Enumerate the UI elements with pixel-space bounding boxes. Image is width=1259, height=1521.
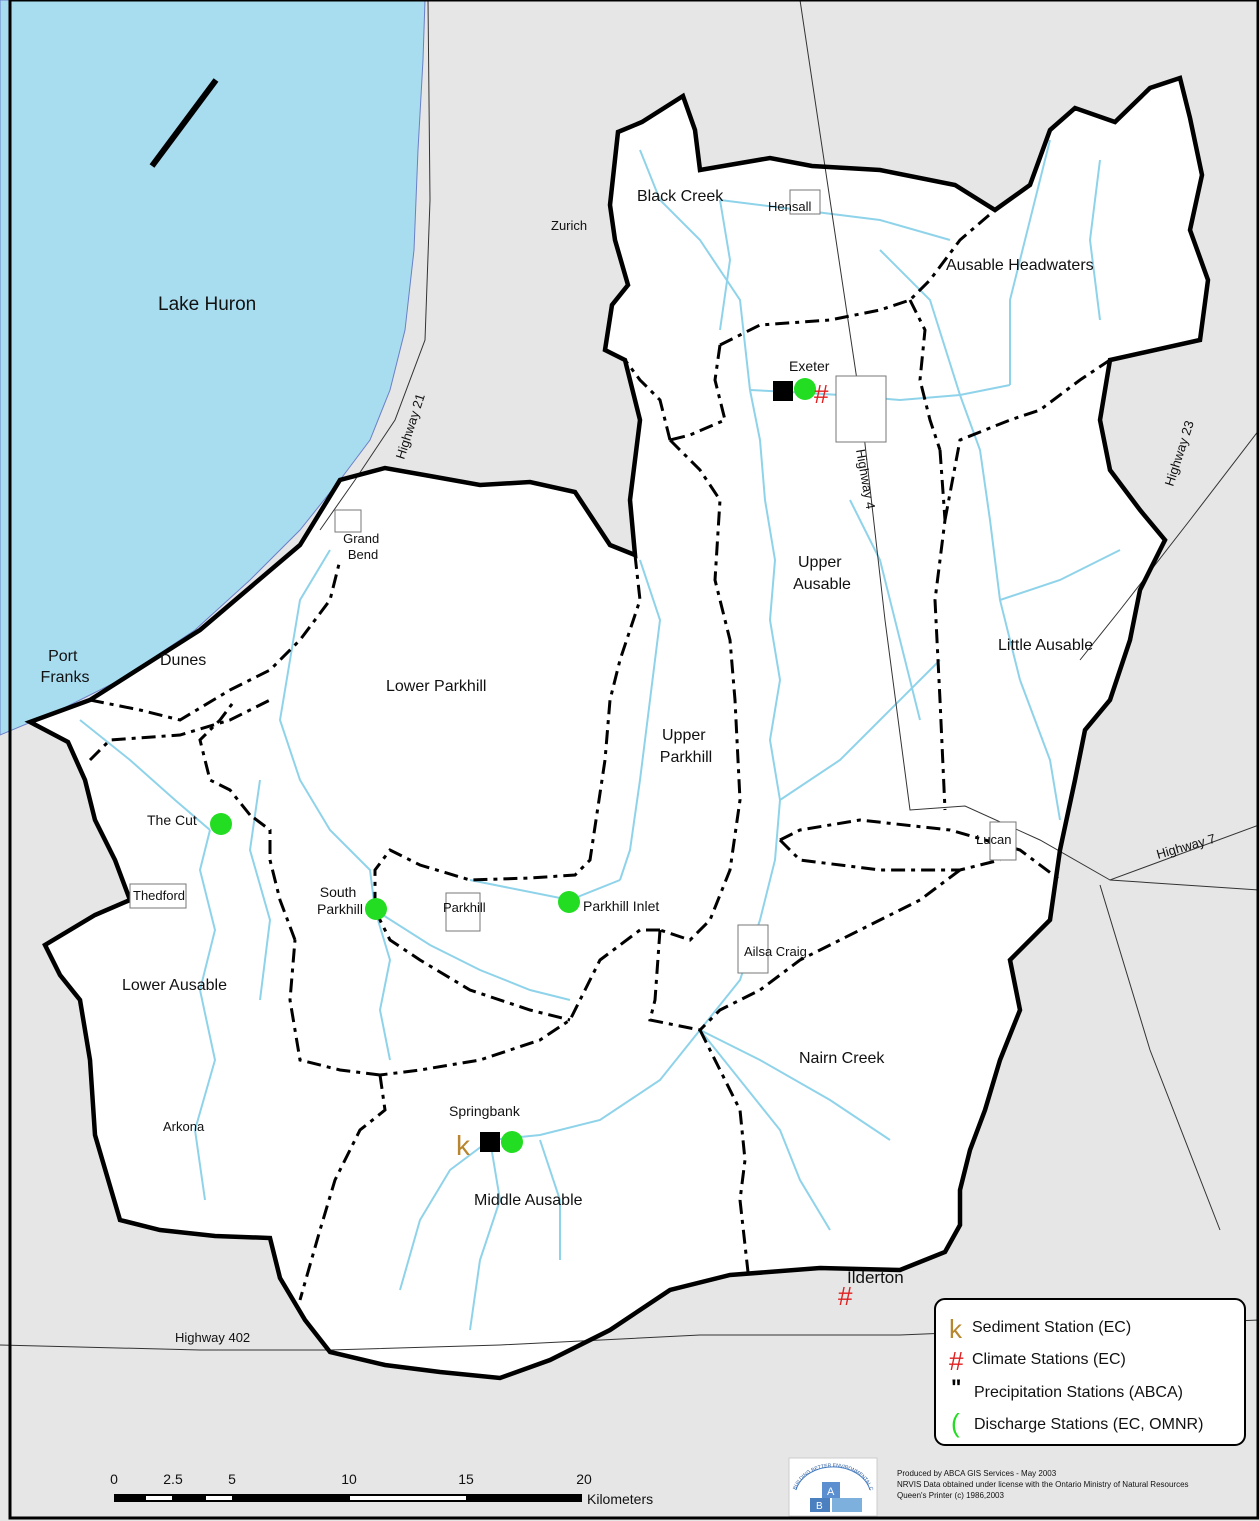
discharge-station-springbank[interactable] xyxy=(501,1131,523,1153)
subwatershed-label: Black Creek xyxy=(637,188,724,205)
subwatershed-label: Lower Parkhill xyxy=(386,678,486,695)
station-markers: # # k xyxy=(210,378,853,1311)
town-label: Grand Bend xyxy=(343,531,383,562)
scale-tick-label: 15 xyxy=(458,1471,474,1487)
credit-line: Queen's Printer (c) 1986,2003 xyxy=(897,1491,1004,1500)
subwatershed-label: Middle Ausable xyxy=(474,1192,583,1209)
svg-text:A: A xyxy=(827,1486,835,1498)
town-label: Port Franks xyxy=(41,648,90,686)
town-label: Zurich xyxy=(551,218,587,233)
lake-huron-label: Lake Huron xyxy=(158,294,256,315)
map-legend: k Sediment Station (EC) # Climate Statio… xyxy=(934,1298,1246,1446)
subwatershed-label: Dunes xyxy=(160,652,206,669)
discharge-icon: ( xyxy=(951,1408,960,1438)
scale-bar: 0 2.5 5 10 15 20 Kilometers xyxy=(110,1471,653,1507)
scale-bar-segment xyxy=(206,1496,232,1500)
station-label: Parkhill Inlet xyxy=(583,898,659,914)
scale-bar-segment xyxy=(146,1496,172,1500)
credit-line: Produced by ABCA GIS Services - May 2003 xyxy=(897,1469,1057,1478)
scale-tick-label: 2.5 xyxy=(163,1471,183,1487)
climate-station-exeter[interactable]: # xyxy=(814,379,829,409)
scale-tick-label: 5 xyxy=(228,1471,236,1487)
town-label: Lucan xyxy=(976,832,1011,847)
town-label: Ailsa Craig xyxy=(744,944,807,959)
town-label: Arkona xyxy=(163,1119,205,1134)
discharge-station-south-parkhill[interactable] xyxy=(365,898,387,920)
precipitation-icon: " xyxy=(951,1375,961,1400)
label-line-2: Franks xyxy=(41,669,90,686)
subwatershed-label: Lower Ausable xyxy=(122,977,227,994)
sediment-station-springbank[interactable]: k xyxy=(456,1130,471,1161)
subwatershed-label: Ausable Headwaters xyxy=(946,257,1094,274)
label-line-2: Parkhill xyxy=(660,749,712,766)
watershed-boundary xyxy=(24,75,1211,1381)
discharge-station-exeter[interactable] xyxy=(794,378,816,400)
town-label: Ilderton xyxy=(847,1268,904,1287)
town-label: Thedford xyxy=(133,888,185,903)
discharge-station-parkhill-inlet[interactable] xyxy=(558,891,580,913)
label-line-1: Upper xyxy=(662,727,706,744)
label-line-1: Upper xyxy=(798,554,842,571)
legend-label: Precipitation Stations (ABCA) xyxy=(974,1384,1183,1401)
town-outlines xyxy=(129,189,1017,974)
scale-unit-label: Kilometers xyxy=(587,1491,653,1507)
subwatershed-label: Upper Ausable xyxy=(793,554,851,593)
highway-label: Highway 402 xyxy=(175,1330,250,1345)
subwatershed-label: Little Ausable xyxy=(998,637,1093,654)
watershed-area xyxy=(30,78,1208,1378)
label-line-2: Ausable xyxy=(793,576,851,593)
scale-tick-label: 20 xyxy=(576,1471,592,1487)
svg-text:B: B xyxy=(816,1501,823,1512)
legend-box xyxy=(934,1298,1246,1446)
town-label: Exeter xyxy=(789,358,830,374)
scale-bar-segment xyxy=(350,1496,466,1500)
precipitation-station-exeter[interactable] xyxy=(773,381,793,401)
sediment-icon: k xyxy=(949,1314,963,1344)
climate-station-ilderton[interactable]: # xyxy=(838,1281,853,1311)
discharge-station-the-cut[interactable] xyxy=(210,813,232,835)
map-frame xyxy=(8,0,1259,1520)
scale-bar-body xyxy=(114,1494,582,1502)
label-line-1: South xyxy=(320,884,357,900)
credits: Produced by ABCA GIS Services - May 2003… xyxy=(897,1469,1189,1500)
label-line-2: Bend xyxy=(348,547,378,562)
legend-label: Climate Stations (EC) xyxy=(972,1351,1126,1368)
town-label: Springbank xyxy=(449,1103,521,1119)
highway-network xyxy=(0,0,1259,1351)
town-label: Hensall xyxy=(768,199,811,214)
station-label: The Cut xyxy=(147,812,197,828)
label-line-1: Grand xyxy=(343,531,379,546)
scale-tick-label: 10 xyxy=(341,1471,357,1487)
lake-huron-water xyxy=(0,0,426,736)
subwatershed-boundaries xyxy=(88,208,1111,1301)
legend-label: Sediment Station (EC) xyxy=(972,1319,1131,1336)
credit-line: NRVIS Data obtained under license with t… xyxy=(897,1480,1189,1489)
subwatershed-label: Upper Parkhill xyxy=(660,727,712,766)
river-network xyxy=(79,139,1121,1331)
subwatershed-label: Nairn Creek xyxy=(799,1050,885,1067)
precipitation-station-springbank[interactable] xyxy=(480,1132,500,1152)
town-label: Parkhill xyxy=(443,900,486,915)
legend-label: Discharge Stations (EC, OMNR) xyxy=(974,1416,1203,1433)
label-line-2: Parkhill xyxy=(317,901,363,917)
lake-breakline xyxy=(149,78,219,168)
label-line-1: Port xyxy=(48,648,78,665)
climate-icon: # xyxy=(949,1346,964,1376)
station-label: South Parkhill xyxy=(317,884,363,917)
scale-tick-label: 0 xyxy=(110,1471,118,1487)
